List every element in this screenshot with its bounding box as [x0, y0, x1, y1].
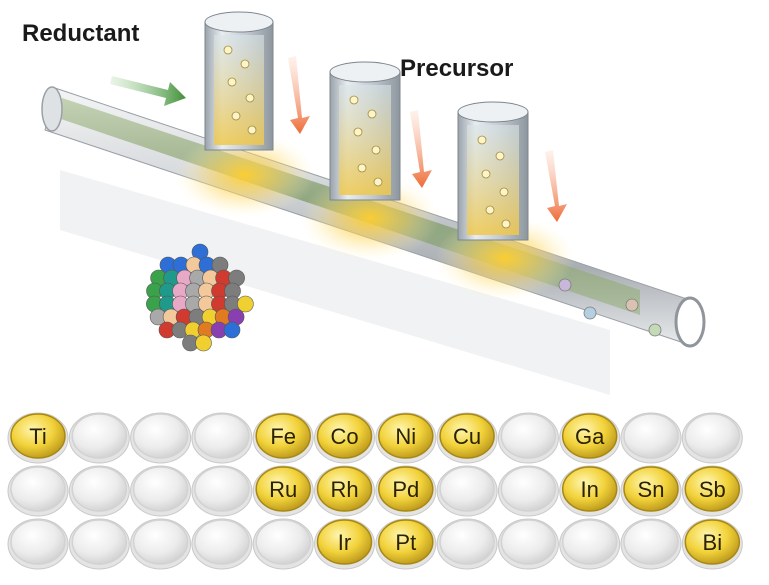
element-cell-empty — [191, 465, 253, 517]
element-cell-fe: Fe — [252, 412, 314, 464]
element-cell-empty — [68, 412, 130, 464]
precursor-injector-2 — [329, 61, 401, 201]
element-cell-pt: Pt — [375, 518, 437, 570]
atom-sphere — [223, 321, 241, 339]
tube-nanoparticles — [558, 278, 662, 337]
element-cell-empty — [7, 465, 69, 517]
element-symbol: Ti — [29, 424, 47, 449]
element-symbol: Sn — [638, 477, 665, 502]
element-symbol: Ru — [269, 477, 297, 502]
reductant-label: Reductant — [22, 20, 139, 47]
element-symbol: Ir — [338, 530, 351, 555]
element-symbol: Bi — [703, 530, 723, 555]
element-cell-empty — [436, 518, 498, 570]
element-cell-empty — [681, 412, 743, 464]
precursor-injector-1 — [204, 11, 274, 151]
element-symbol: Sb — [699, 477, 726, 502]
element-cell-pd: Pd — [375, 465, 437, 517]
element-symbol: In — [581, 477, 599, 502]
element-cell-sb: Sb — [681, 465, 743, 517]
element-cell-co: Co — [314, 412, 375, 464]
element-cell-ga: Ga — [559, 412, 621, 464]
element-cell-sn: Sn — [620, 465, 682, 517]
element-cell-empty — [252, 518, 314, 570]
atom-sphere — [237, 295, 254, 313]
element-cell-empty — [130, 518, 192, 570]
element-cell-empty — [191, 518, 253, 570]
element-cell-in: In — [559, 465, 621, 517]
element-cell-empty — [497, 465, 559, 517]
element-cell-ni: Ni — [375, 412, 437, 464]
element-symbol: Pd — [392, 477, 419, 502]
element-cell-empty — [620, 518, 682, 570]
element-symbol: Rh — [330, 477, 358, 502]
element-cell-ir: Ir — [314, 518, 375, 570]
atom-sphere — [195, 334, 212, 352]
element-cell-rh: Rh — [314, 465, 375, 517]
element-cell-bi: Bi — [681, 518, 743, 570]
element-cell-empty — [620, 412, 682, 464]
element-cell-empty — [130, 412, 192, 464]
high-entropy-nanoparticle — [146, 243, 254, 352]
element-cell-empty — [559, 518, 621, 570]
element-cell-empty — [130, 465, 192, 517]
element-symbol: Pt — [395, 530, 416, 555]
element-cell-empty — [497, 412, 559, 464]
element-cell-ru: Ru — [252, 465, 314, 517]
element-cell-empty — [436, 465, 498, 517]
element-symbol: Co — [330, 424, 358, 449]
element-cell-empty — [7, 518, 69, 570]
tube-shadow — [60, 170, 610, 395]
precursor-label: Precursor — [400, 55, 513, 82]
element-cell-cu: Cu — [436, 412, 498, 464]
element-cell-empty — [68, 518, 130, 570]
element-symbol: Fe — [270, 424, 296, 449]
precursor-arrow — [545, 150, 567, 222]
precursor-arrow — [288, 56, 310, 134]
precursor-droplets — [223, 45, 511, 229]
reaction-glow — [175, 133, 315, 217]
precursor-injector-3 — [457, 101, 529, 241]
element-symbol: Ni — [395, 424, 416, 449]
element-symbol: Ga — [575, 424, 605, 449]
reductant-arrow — [110, 76, 186, 106]
element-symbol: Cu — [453, 424, 481, 449]
element-cell-empty — [191, 412, 253, 464]
element-cell-ti: Ti — [7, 412, 69, 464]
element-cell-empty — [497, 518, 559, 570]
precursor-arrow — [410, 110, 432, 188]
element-cell-empty — [68, 465, 130, 517]
